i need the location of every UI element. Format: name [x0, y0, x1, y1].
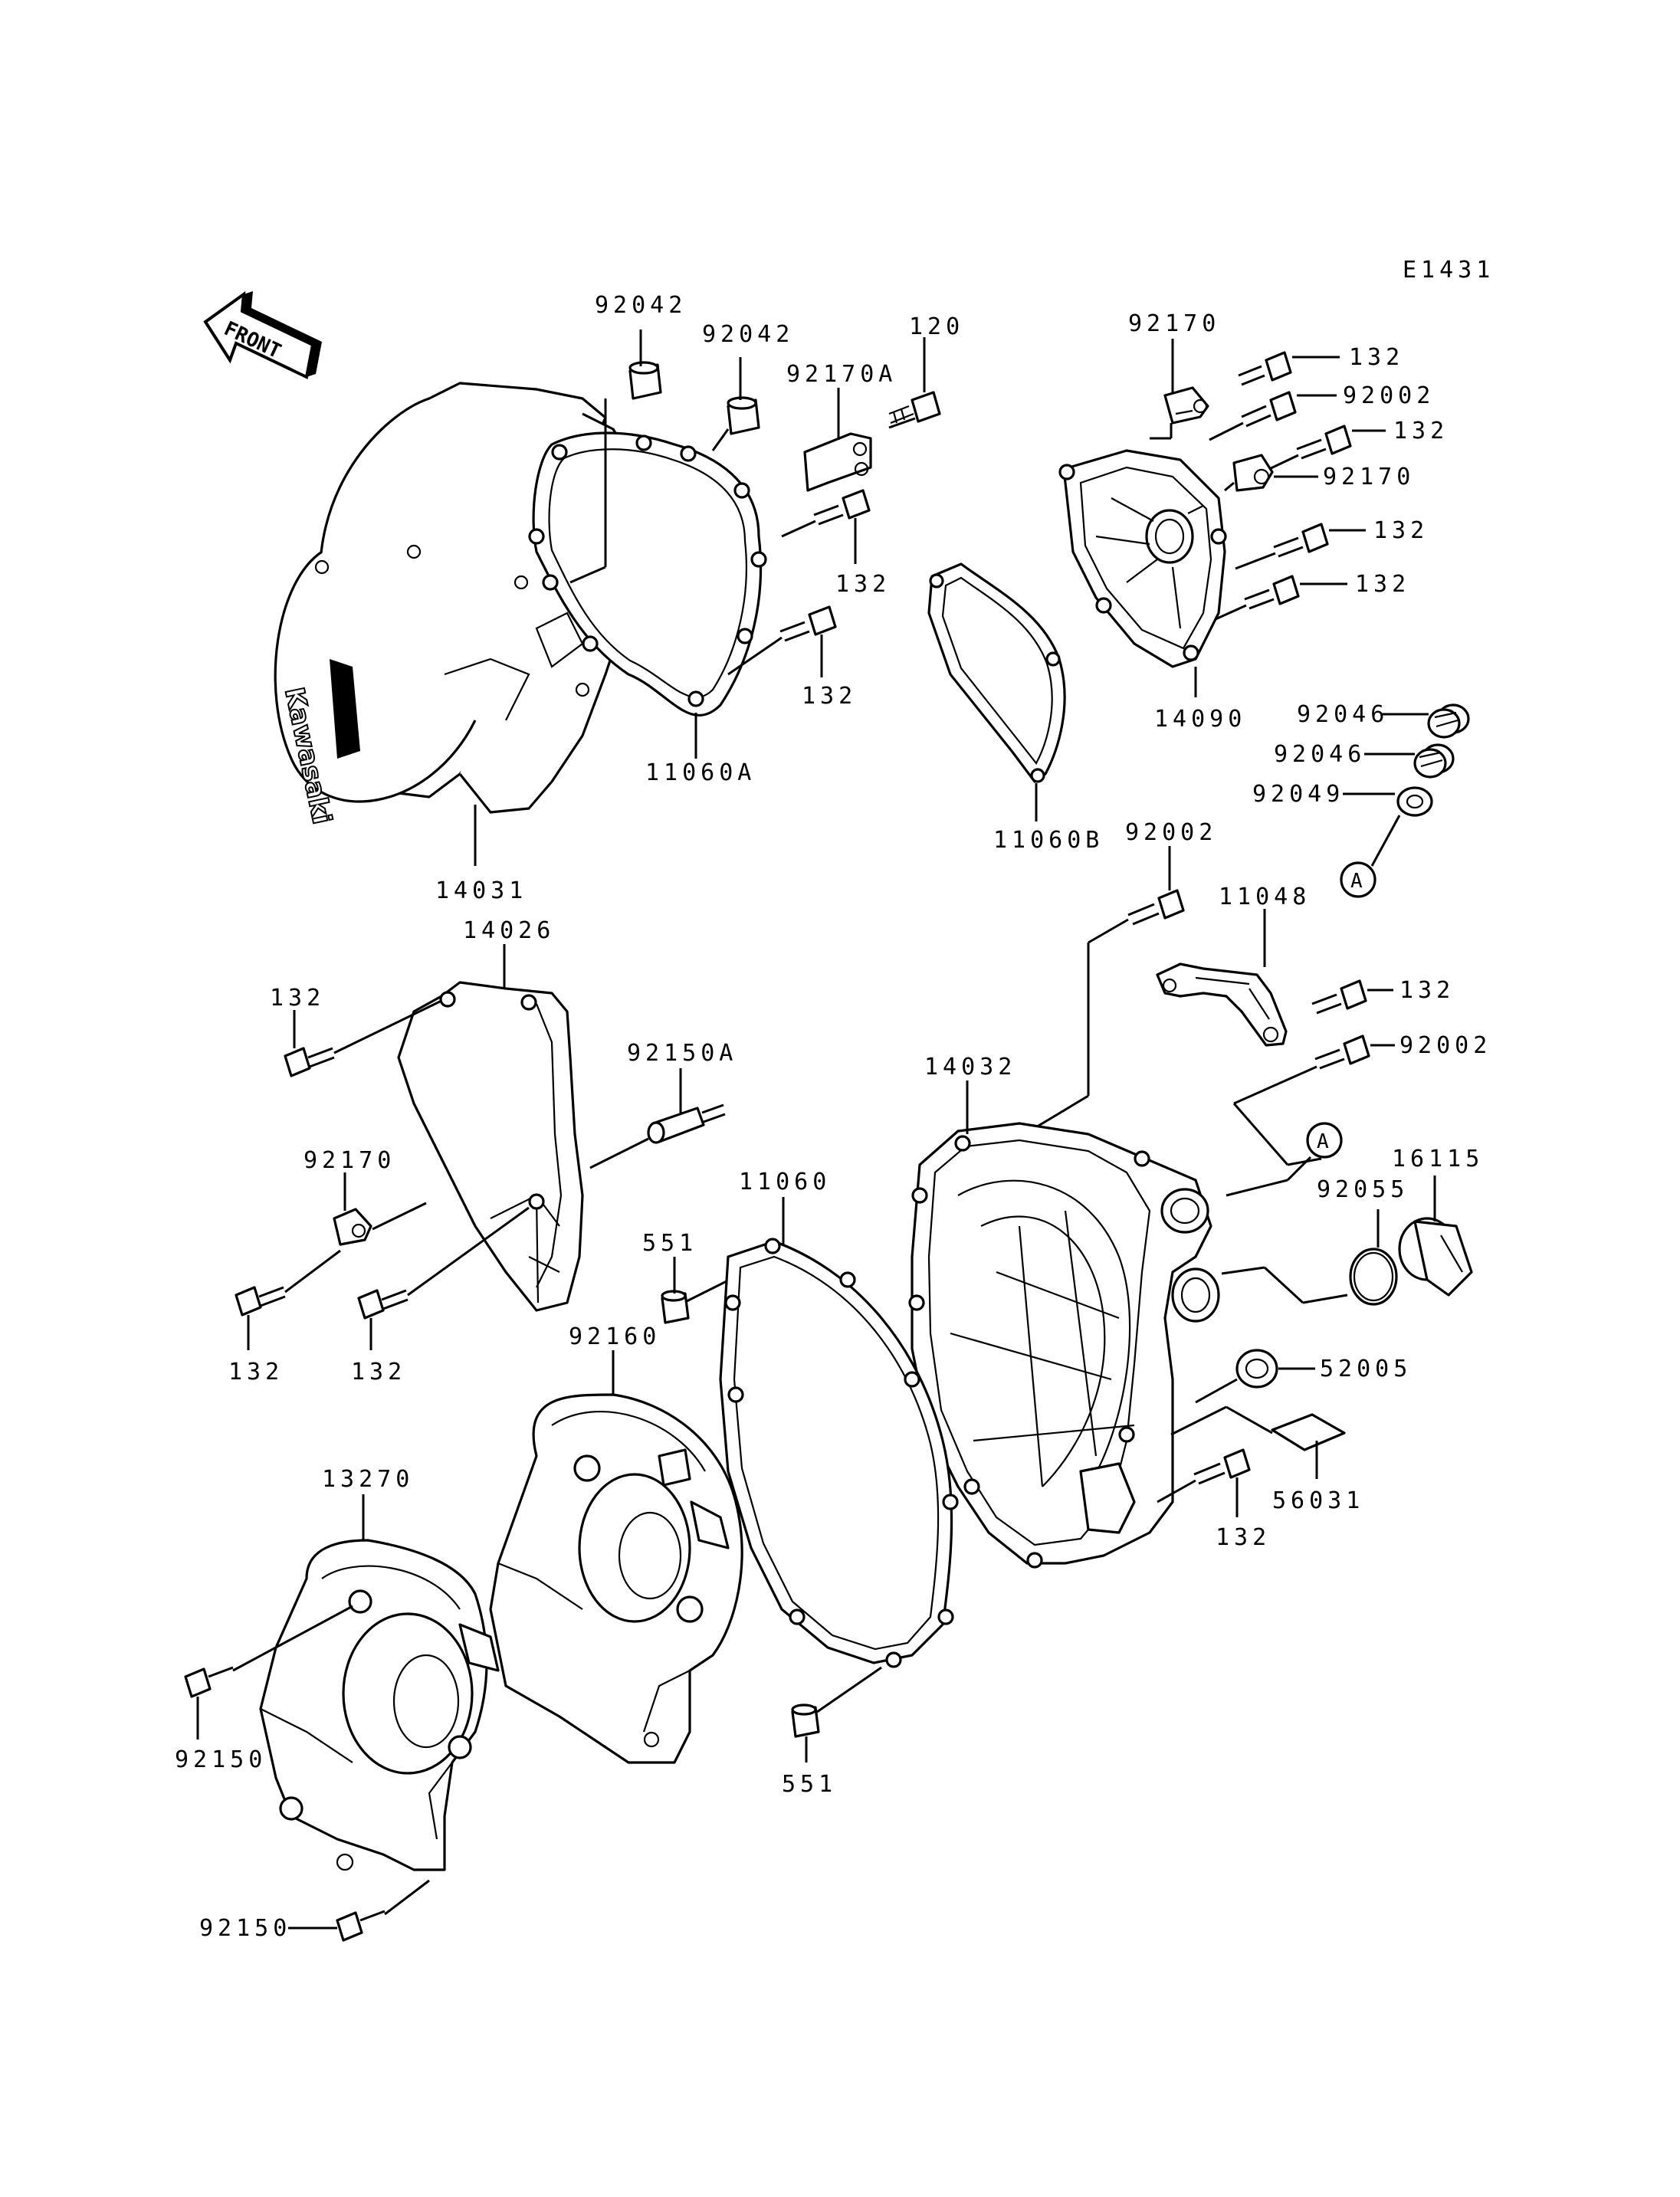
label-92150-a: 92150	[175, 1746, 267, 1773]
label-92046-a: 92046	[1297, 701, 1389, 728]
part-14090-cover	[1058, 449, 1227, 668]
label-92170-l: 92170	[304, 1147, 395, 1174]
label-13270: 13270	[322, 1466, 414, 1493]
svg-text:A: A	[1317, 1130, 1329, 1153]
label-92046-b: 92046	[1274, 741, 1366, 768]
label-11060b: 11060B	[993, 827, 1104, 854]
svg-text:A: A	[1350, 870, 1363, 893]
part-92002-bolt-mid	[1127, 889, 1185, 926]
diagram-code: E1431	[1403, 257, 1495, 284]
part-92170-clip-right	[1232, 454, 1274, 492]
part-132-bolt-t4	[1244, 575, 1300, 610]
label-92150a: 92150A	[627, 1040, 737, 1067]
label-132-l2: 132	[228, 1359, 284, 1385]
part-11060-gasket	[719, 1238, 959, 1668]
part-132-bolt-g2	[779, 605, 837, 642]
part-92002-bolt-top	[1241, 391, 1297, 428]
label-92002-top: 92002	[1343, 382, 1435, 409]
label-120: 120	[909, 313, 964, 340]
label-11060: 11060	[739, 1169, 831, 1195]
label-11048: 11048	[1219, 884, 1311, 910]
label-14031: 14031	[435, 877, 527, 904]
label-132-l1: 132	[270, 985, 325, 1012]
label-92170-r: 92170	[1323, 464, 1415, 490]
part-56031-label	[1271, 1413, 1346, 1451]
part-92002-bolt-m2	[1314, 1035, 1370, 1070]
part-92042-dowel-b	[727, 396, 760, 435]
label-132-m1: 132	[1399, 977, 1455, 1004]
label-14026: 14026	[463, 917, 555, 944]
label-132-t4: 132	[1355, 571, 1410, 598]
label-92160: 92160	[569, 1323, 661, 1350]
part-92170-clip-top	[1163, 386, 1209, 425]
part-92042-dowel-a	[628, 361, 662, 400]
part-132-bolt-l2	[235, 1286, 286, 1317]
reference-marker-a1: A	[1340, 861, 1376, 898]
part-551-dowel-b	[791, 1703, 820, 1738]
part-14031-generator-cover: Kawasaki	[274, 382, 645, 828]
label-52005: 52005	[1320, 1356, 1412, 1382]
label-551-a: 551	[642, 1230, 697, 1257]
part-92160-cover	[489, 1393, 743, 1764]
part-11060b-gasket	[927, 562, 1066, 783]
part-132-bolt-b1	[1193, 1448, 1251, 1485]
label-92042-b: 92042	[702, 321, 794, 348]
label-92042-a: 92042	[595, 292, 687, 319]
label-11060a: 11060A	[645, 759, 756, 786]
part-92046-bearing-b	[1413, 743, 1455, 779]
part-11048-bracket	[1156, 962, 1288, 1047]
part-14026-sprocket-cover	[397, 981, 584, 1312]
part-92170-clip-left	[333, 1208, 372, 1246]
label-132-g1: 132	[835, 571, 891, 598]
part-132-bolt-t2	[1296, 425, 1352, 460]
label-132-t3: 132	[1373, 517, 1429, 544]
label-92055: 92055	[1317, 1176, 1409, 1203]
label-132-l3: 132	[351, 1359, 406, 1385]
label-14090: 14090	[1154, 706, 1246, 733]
part-13270-plate	[259, 1539, 500, 1871]
part-11060a-gasket	[528, 431, 767, 716]
part-92170a-bracket	[803, 432, 872, 492]
label-92049: 92049	[1252, 781, 1344, 808]
part-52005-seal	[1235, 1349, 1278, 1389]
label-132-t2: 132	[1393, 418, 1449, 444]
part-132-bolt-l1	[284, 1047, 335, 1077]
label-92002-m2: 92002	[1399, 1032, 1491, 1059]
label-92170a: 92170A	[786, 361, 897, 388]
part-132-bolt-l3	[357, 1289, 409, 1320]
label-92150-b: 92150	[199, 1915, 291, 1942]
part-132-bolt-t3	[1273, 523, 1329, 558]
label-14032: 14032	[924, 1054, 1016, 1080]
label-92002-mid: 92002	[1125, 819, 1217, 846]
front-arrow-icon: FRONT	[203, 290, 322, 379]
label-92170-top: 92170	[1128, 310, 1220, 337]
reference-marker-a2: A	[1306, 1122, 1343, 1159]
label-132-b1: 132	[1216, 1524, 1271, 1551]
part-92150a-collar	[647, 1103, 726, 1144]
label-16115: 16115	[1392, 1146, 1484, 1172]
part-92046-bearing-a	[1427, 703, 1470, 739]
label-132-t1: 132	[1349, 344, 1404, 371]
part-92049-washer	[1396, 786, 1433, 817]
part-132-bolt-t1	[1238, 351, 1292, 386]
part-92150-bolt-b	[336, 1910, 386, 1942]
part-132-bolt-m1	[1311, 979, 1367, 1015]
part-132-bolt-g1	[813, 489, 871, 526]
part-16115-oil-cap	[1398, 1217, 1473, 1297]
label-551-b: 551	[782, 1771, 837, 1798]
part-92150-bolt-a	[184, 1666, 234, 1698]
part-120-bolt	[888, 391, 941, 429]
part-92055-o-ring	[1349, 1248, 1398, 1306]
part-551-dowel-a	[661, 1290, 690, 1324]
label-132-g2: 132	[802, 683, 857, 710]
part-14032-clutch-cover	[908, 1122, 1220, 1569]
label-56031: 56031	[1272, 1487, 1364, 1514]
